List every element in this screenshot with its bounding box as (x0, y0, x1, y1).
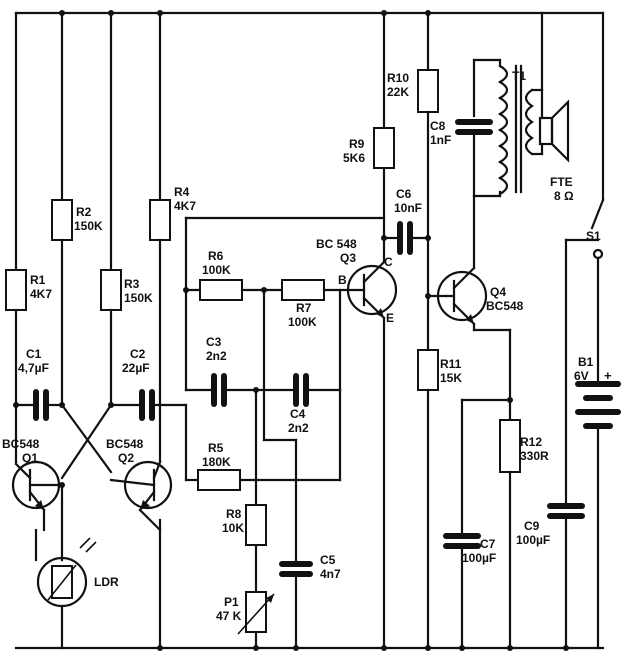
label-r10-name: R10 (387, 71, 409, 85)
label-r8-name: R8 (226, 507, 242, 521)
battery-b1 (575, 381, 621, 650)
resistor-r7 (281, 279, 325, 301)
label-c9-value: 100µF (516, 533, 550, 547)
label-r8-value: 10K (222, 521, 244, 535)
speaker-icon (538, 88, 570, 163)
resistor-r3 (100, 269, 122, 311)
label-r7-value: 100K (288, 315, 317, 329)
label-c1-name: C1 (26, 347, 42, 361)
label-q1-name: Q1 (22, 451, 38, 465)
label-q3-pin-b: B (338, 273, 347, 287)
label-r9-value: 5K6 (343, 151, 365, 165)
label-q2-type: BC548 (106, 437, 144, 451)
label-c9-name: C9 (524, 519, 540, 533)
label-c8-name: C8 (430, 119, 446, 133)
resistor-r12 (499, 419, 521, 473)
label-c3-name: C3 (206, 335, 222, 349)
label-c1-value: 4,7µF (18, 361, 49, 375)
label-q3-pin-e: E (386, 311, 394, 325)
label-q1-type: BC548 (2, 437, 40, 451)
transistor-q4 (426, 266, 488, 326)
label-b1-voltage: 6V (574, 369, 589, 383)
transistor-q3 (346, 260, 398, 320)
resistor-r10 (417, 69, 439, 113)
resistor-r8 (245, 504, 267, 546)
label-c5-value: 4n7 (320, 567, 341, 581)
label-c4-value: 2n2 (288, 421, 309, 435)
resistor-r5 (197, 469, 241, 491)
label-p1-name: P1 (224, 595, 239, 609)
label-c4-name: C4 (290, 407, 306, 421)
label-c7-name: C7 (480, 537, 496, 551)
resistor-r2 (51, 199, 73, 241)
label-b1-plus: + (604, 368, 612, 383)
potentiometer-p1 (245, 591, 267, 633)
label-s1: S1 (586, 229, 601, 243)
label-r5-name: R5 (208, 441, 224, 455)
label-r3-value: 150K (124, 291, 153, 305)
label-speaker-type: FTE (550, 175, 573, 189)
label-q2-name: Q2 (118, 451, 134, 465)
label-r1-value: 4K7 (30, 287, 52, 301)
label-r11-value: 15K (440, 371, 462, 385)
label-b1-name: B1 (578, 355, 594, 369)
label-r4-name: R4 (174, 185, 190, 199)
label-r7-name: R7 (296, 301, 312, 315)
resistor-r1 (5, 269, 27, 311)
label-r6-name: R6 (208, 249, 224, 263)
label-r2-name: R2 (76, 205, 92, 219)
label-r3-name: R3 (124, 277, 140, 291)
label-speaker-impedance: 8 Ω (554, 189, 574, 203)
multivibrator-stage (5, 11, 188, 650)
label-t1: T1 (512, 69, 526, 83)
resistor-r6 (199, 279, 243, 301)
label-r9-name: R9 (349, 137, 365, 151)
transistor-q1 (11, 460, 64, 512)
label-c6-value: 10nF (394, 201, 422, 215)
label-c7-value: 100µF (462, 551, 496, 565)
label-r11-name: R11 (440, 357, 462, 371)
transformer-t1 (497, 58, 544, 198)
power-supply (507, 11, 621, 651)
label-q4-type: BC548 (486, 299, 524, 313)
label-r12-name: R12 (520, 435, 542, 449)
label-q4-name: Q4 (490, 285, 506, 299)
oscillator-stage (183, 11, 398, 650)
label-q3-pin-c: C (384, 255, 393, 269)
label-r10-value: 22K (387, 85, 409, 99)
label-p1-value: 47 K (216, 609, 242, 623)
label-r12-value: 330R (520, 449, 549, 463)
label-q3-name: Q3 (340, 251, 356, 265)
label-c2-name: C2 (130, 347, 146, 361)
label-c8-value: 1nF (430, 133, 451, 147)
ldr (34, 483, 97, 650)
resistor-r11 (417, 349, 439, 391)
switch-s1 (590, 11, 605, 382)
label-r2-value: 150K (74, 219, 103, 233)
label-ldr: LDR (94, 575, 119, 589)
label-r4-value: 4K7 (174, 199, 196, 213)
label-r6-value: 100K (202, 263, 231, 277)
label-r1-name: R1 (30, 273, 46, 287)
transistor-q2 (109, 460, 173, 512)
label-r5-value: 180K (202, 455, 231, 469)
label-q3-type: BC 548 (316, 237, 357, 251)
label-c3-value: 2n2 (206, 349, 227, 363)
resistor-r9 (373, 127, 395, 169)
label-c5-name: C5 (320, 553, 336, 567)
output-stage (59, 10, 570, 651)
component-labels: R1 4K7 R2 150K R3 150K R4 4K7 R5 180K R6… (2, 69, 612, 623)
resistor-r4 (149, 199, 171, 241)
label-c2-value: 22µF (122, 361, 150, 375)
label-c6-name: C6 (396, 187, 412, 201)
